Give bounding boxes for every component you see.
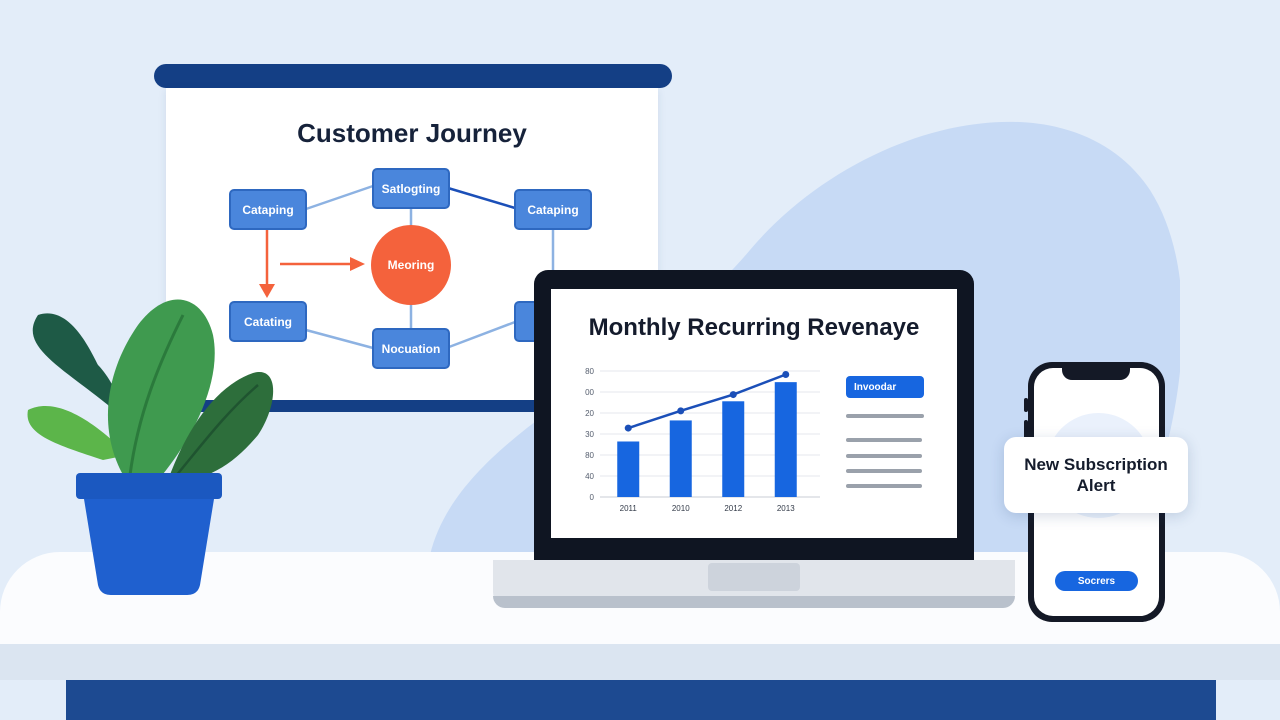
trend-point [729,391,737,399]
mrr-bar-chart: 0 40 80 30 20 00 80 2011 2010 2012 2013 [585,367,820,513]
x-tick-label: 2012 [724,504,742,513]
x-tick-label: 2010 [672,504,690,513]
phone-notch [1062,366,1130,380]
journey-node-top-right: Cataping [514,189,592,230]
journey-node-bottom-left: Catating [229,301,307,342]
phone-action-button[interactable]: Socrers [1055,571,1138,591]
subscription-alert-card: New Subscription Alert [1004,437,1188,513]
laptop-trackpad [708,563,800,591]
journey-title: Customer Journey [297,118,527,148]
legend-label: Invoodar [846,376,924,398]
chart-bar [774,382,797,497]
trend-point [782,370,790,378]
journey-node-right-partial [514,301,536,342]
trend-point [677,407,685,415]
y-tick-label: 30 [585,430,594,439]
journey-node-center: Meoring [371,225,451,305]
y-tick-label: 80 [585,451,594,460]
y-tick-label: 20 [585,409,594,418]
journey-node-top-center: Satlogting [372,168,450,209]
trend-line [627,373,787,430]
legend-line [846,454,922,458]
legend-line [846,414,924,418]
y-tick-label: 80 [585,367,594,376]
projector-roller [154,64,672,88]
chart-bar [617,441,640,497]
y-tick-label: 00 [585,388,594,397]
y-tick-label: 0 [590,493,595,502]
x-tick-label: 2011 [620,504,638,513]
chart-bar [722,401,745,497]
laptop-base-edge [493,596,1015,608]
phone-volume-button [1024,420,1028,442]
trend-point [624,424,632,432]
legend-line [846,469,922,473]
y-tick-label: 40 [585,472,594,481]
x-tick-label: 2013 [777,504,795,513]
chart-title: Monthly Recurring Revenaye [588,314,920,341]
potted-plant-icon [27,299,274,595]
legend-line [846,484,922,488]
chart-bar [669,420,692,497]
journey-node-bottom-center: Nocuation [372,328,450,369]
desk-front-panel [66,680,1216,720]
journey-node-top-left: Cataping [229,189,307,230]
alert-text: New Subscription Alert [1024,455,1168,495]
legend-line [846,438,922,442]
desk-edge [0,644,1280,680]
phone-volume-button [1024,398,1028,412]
